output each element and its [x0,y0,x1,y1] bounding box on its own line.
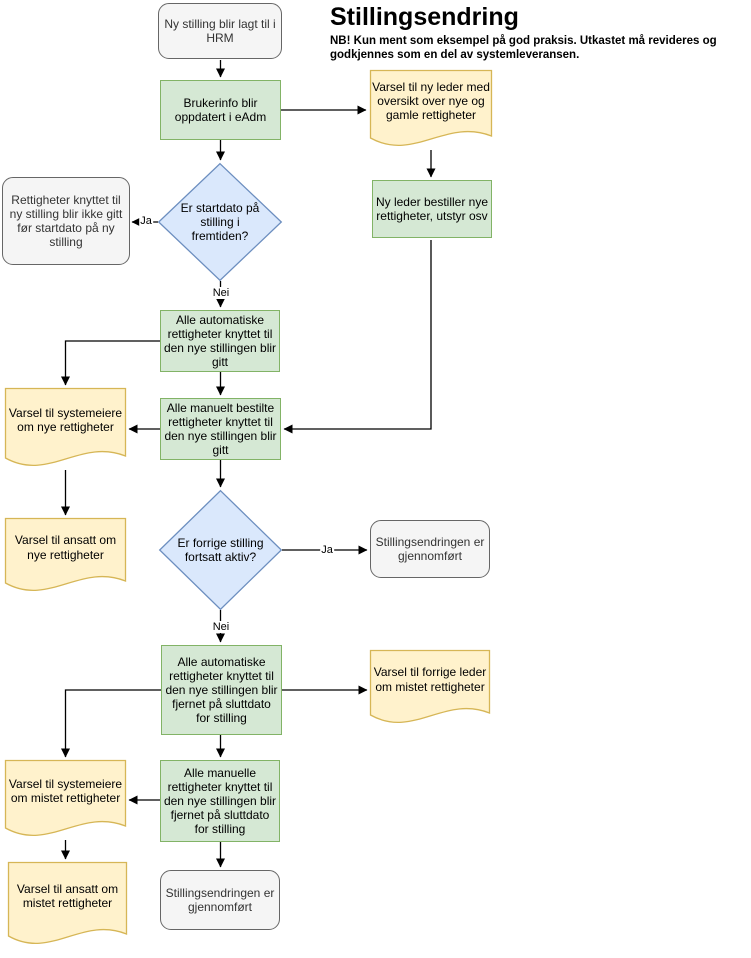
node-label: Alle automatiske rettigheter knyttet til… [163,312,277,370]
node-label: Varsel til ansatt om mistet rettigheter [16,881,119,910]
node-label: Alle manuelle rettigheter knyttet til de… [163,765,277,837]
node-brukerinfo-oppdatert: Brukerinfo blir oppdatert i eAdm [160,80,281,140]
node-gjennomfort-1: Stillingsendringen er gjennomført [370,520,490,578]
node-label: Rettigheter knyttet til ny stilling blir… [9,192,123,250]
node-label: Stillingsendringen er gjennomført [375,534,485,563]
node-varsel-systemeiere-mistet: Varsel til systemeiere om mistet rettigh… [4,759,127,840]
node-start: Ny stilling blir lagt til i HRM [158,3,282,59]
document-shape [7,861,128,944]
node-rettigheter-ikke-gitt: Rettigheter knyttet til ny stilling blir… [2,177,130,265]
node-label: Varsel til systemeiere om mistet rettigh… [8,776,123,805]
node-manuelle-rettigheter-fjernet: Alle manuelle rettigheter knyttet til de… [160,760,280,842]
page-title: Stillingsendring [330,3,519,31]
node-label: Alle manuelt bestilte rettigheter knytte… [164,400,277,458]
node-label: Brukerinfo blir oppdatert i eAdm [174,95,267,124]
edge-label-nei-1: Nei [211,287,231,299]
node-auto-rettigheter-fjernet: Alle automatiske rettigheter knyttet til… [161,645,282,735]
document-shape [4,517,127,591]
document-shape [369,649,491,723]
edge-auto-gitt-to-varsel-systemeiere-nye [61,340,160,386]
node-varsel-ansatt-mistet: Varsel til ansatt om mistet rettigheter [7,861,128,948]
edge-label-ja-1: Ja [139,215,153,227]
node-label: Varsel til systemeiere om nye rettighete… [8,405,123,434]
document-shape [4,759,127,836]
node-label: Alle automatiske rettigheter knyttet til… [165,654,278,726]
node-decision-forrige-stilling: Er forrige stilling fortsatt aktiv? [158,489,283,611]
diagram-header: Stillingsendring NB! Kun ment som eksemp… [330,3,744,63]
node-label: Varsel til ny leder med oversikt over ny… [372,79,490,123]
node-gjennomfort-2: Stillingsendringen er gjennomført [160,870,280,930]
node-label: Ny leder bestiller nye rettigheter, utst… [375,194,489,223]
node-label: Ny stilling blir lagt til i HRM [164,16,276,45]
document-shape [4,387,127,466]
node-manuelt-bestilte-gitt: Alle manuelt bestilte rettigheter knytte… [160,398,281,460]
node-decision-startdato: Er startdato på stilling i fremtiden? [157,162,283,282]
node-label: Varsel til forrige leder om mistet retti… [373,665,487,694]
page-subtitle: NB! Kun ment som eksempel på god praksis… [330,34,717,62]
node-varsel-ansatt-nye: Varsel til ansatt om nye rettigheter [4,517,127,595]
node-auto-rettigheter-gitt: Alle automatiske rettigheter knyttet til… [160,310,280,372]
node-label: Er forrige stilling fortsatt aktiv? [177,535,264,564]
decision-shape [158,489,283,611]
node-label: Varsel til ansatt om nye rettigheter [14,533,117,562]
document-shape [369,69,493,146]
node-ny-leder-bestiller: Ny leder bestiller nye rettigheter, utst… [372,180,492,238]
edge-ny-leder-bestiller-to-manuelt-gitt [283,240,432,434]
node-varsel-ny-leder: Varsel til ny leder med oversikt over ny… [369,69,493,150]
node-varsel-systemeiere-nye: Varsel til systemeiere om nye rettighete… [4,387,127,470]
node-varsel-forrige-leder: Varsel til forrige leder om mistet retti… [369,649,491,727]
node-label: Stillingsendringen er gjennomført [165,885,275,914]
edge-auto-fjernet-to-varsel-systemeiere-mistet [61,689,161,758]
node-label: Er startdato på stilling i fremtiden? [180,200,260,244]
edge-label-ja-2: Ja [320,544,334,556]
edge-label-nei-2: Nei [211,621,231,633]
decision-shape [157,162,283,282]
